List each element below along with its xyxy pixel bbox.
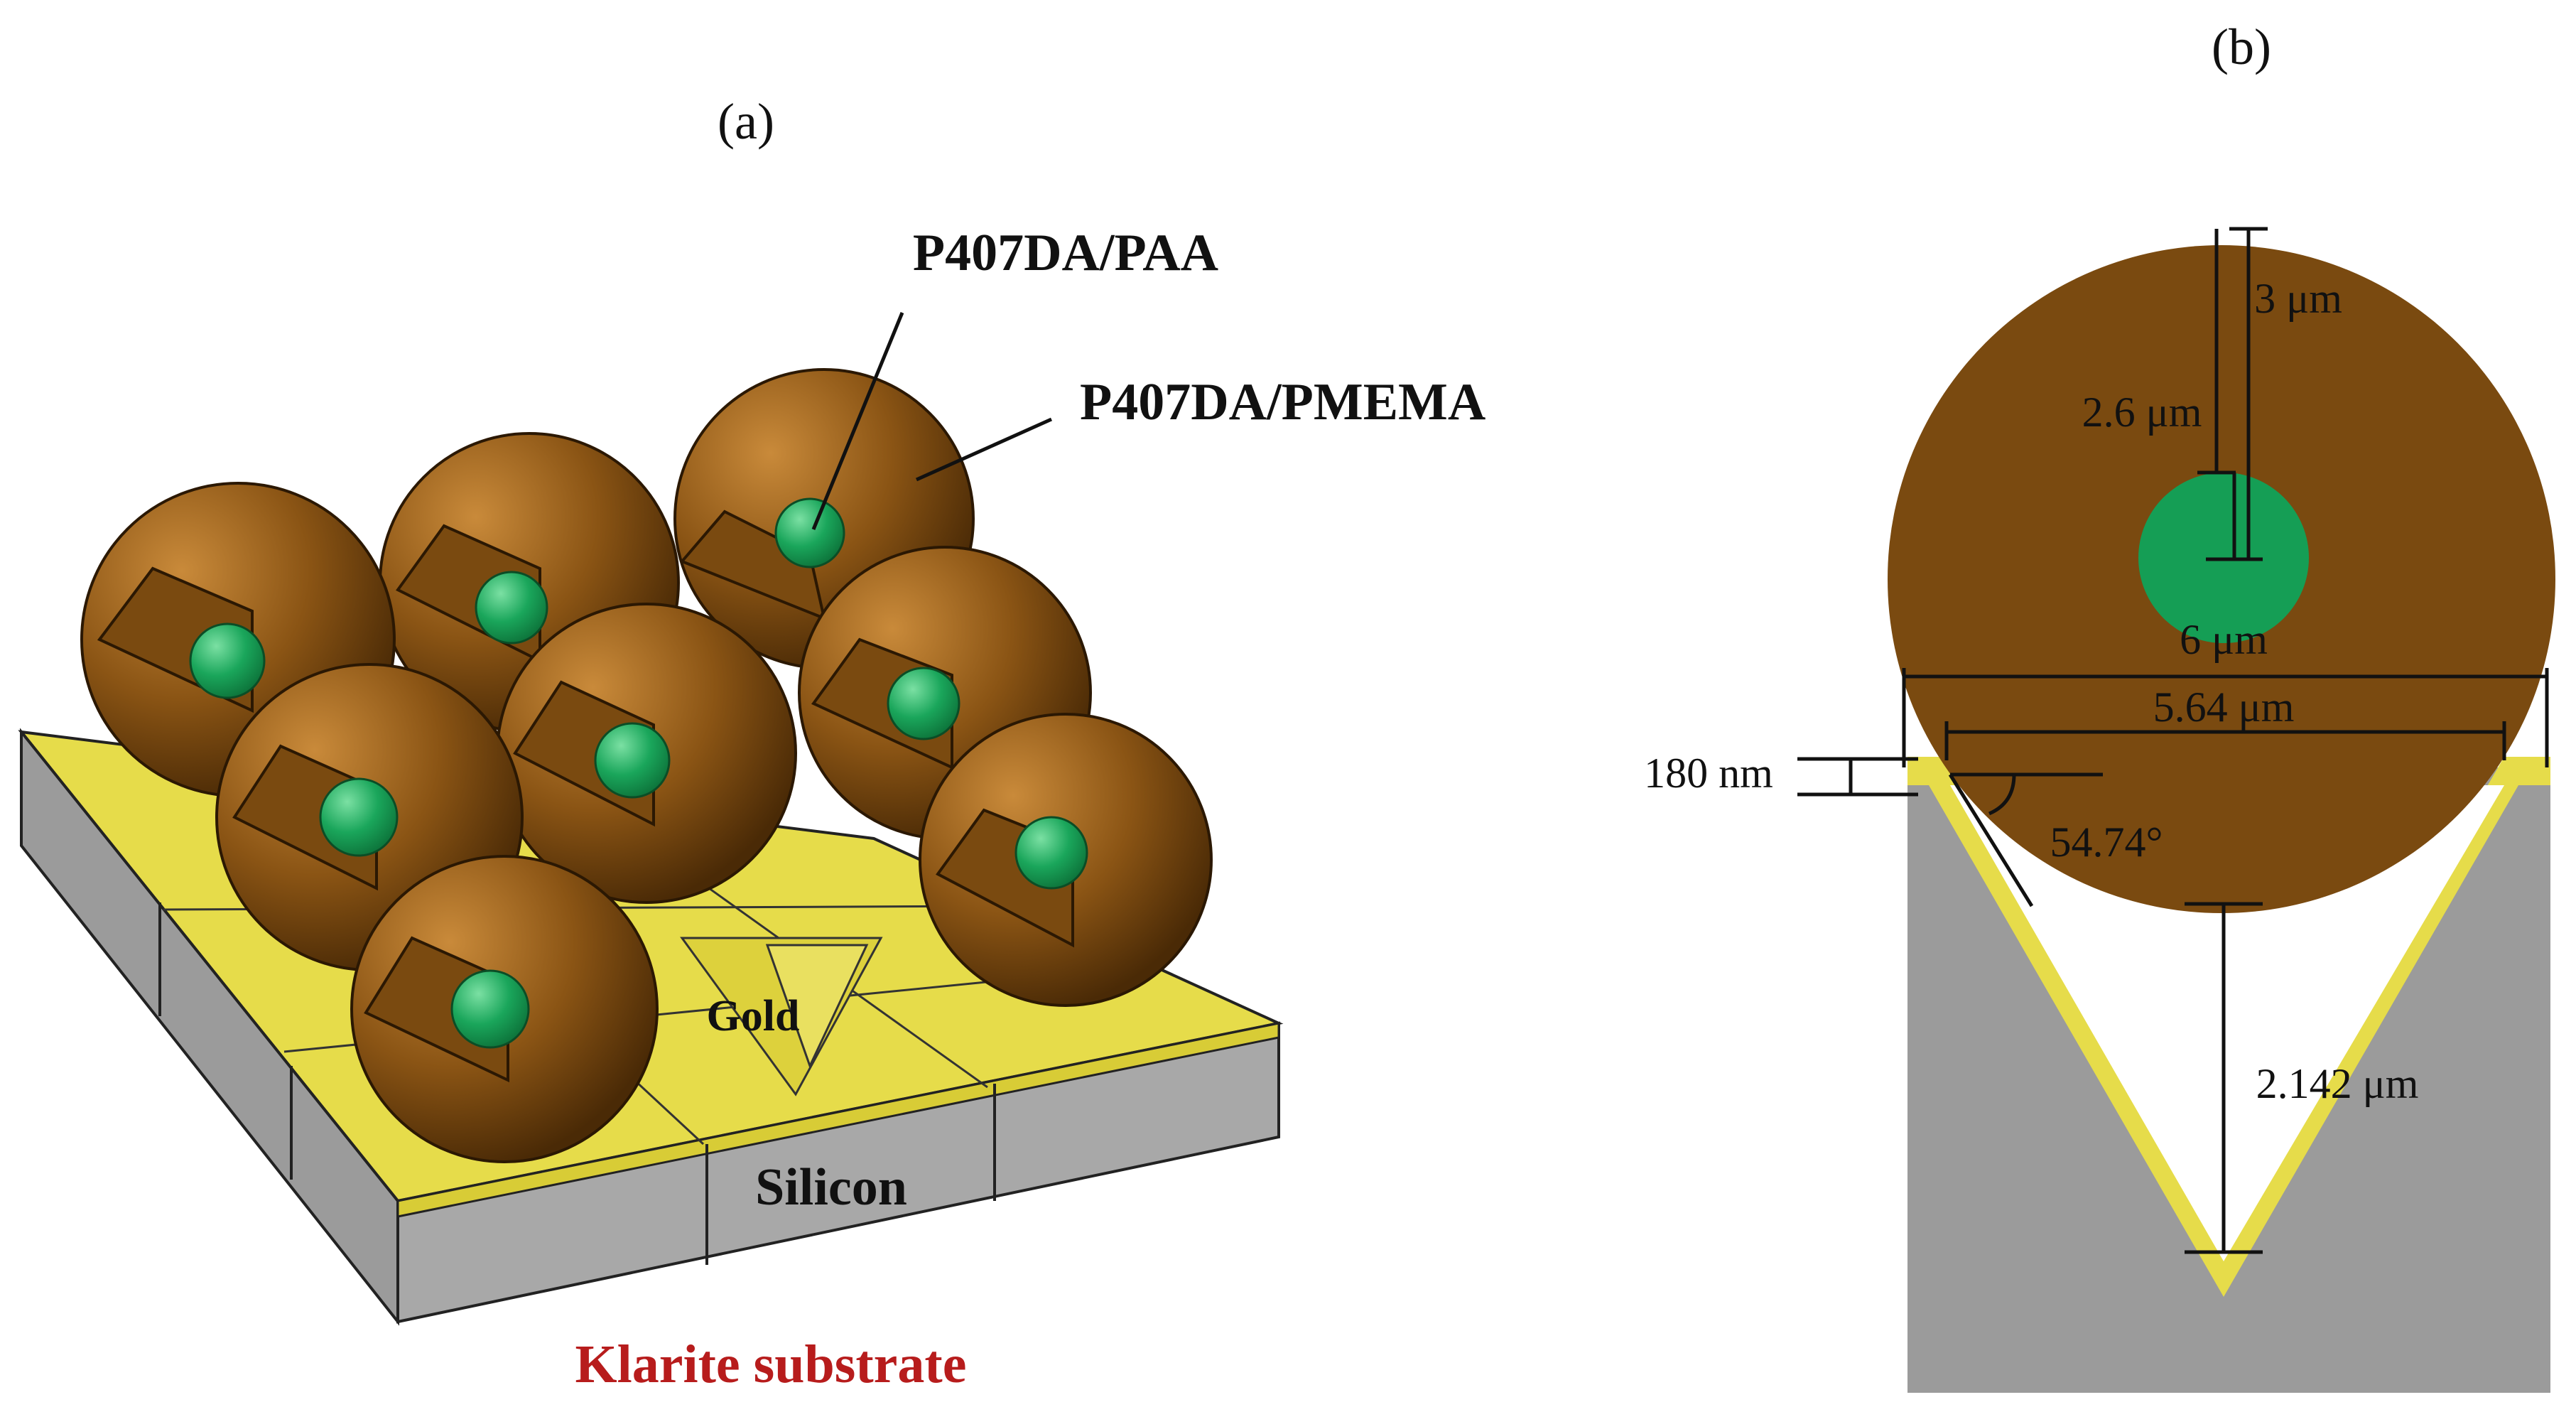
core [594,722,671,799]
dim-shell-thickness: 3 μm [2254,275,2342,322]
gold-label: Gold [707,992,800,1040]
core [450,969,530,1049]
substrate-title: Klarite substrate [575,1335,967,1394]
core [1014,816,1088,890]
panel-b: (b) [1644,18,2555,1393]
dim-angle: 54.74° [2050,819,2163,866]
core [189,622,266,699]
core-callout-label: P407DA/PAA [913,224,1218,282]
panel-a-label: (a) [718,93,774,150]
dim-gap: 2.142 μm [2256,1060,2419,1107]
panel-b-label: (b) [2212,18,2271,75]
dim-pit-width: 5.64 μm [2153,684,2295,731]
core [475,571,548,645]
dim-core-radius: 2.6 μm [2082,389,2202,436]
silicon-label: Silicon [755,1158,907,1217]
core [319,777,399,857]
sphere-mid-center [496,603,797,904]
core-callout-line [811,312,904,530]
panel-a: (a) Gold S [18,93,1485,1394]
core [774,497,845,568]
gold-layer-edge [396,1022,1280,1218]
dim-particle-diameter: 6 μm [2180,616,2268,663]
v-pit-cavity [1950,785,2504,1261]
sphere-back-left [80,482,396,797]
sphere-front-right [919,713,1213,1007]
shell-callout-label: P407DA/PMEMA [1080,373,1485,431]
sphere-front-left [350,855,659,1163]
dim-gold-thickness: 180 nm [1644,750,1773,797]
shell-callout-line [915,417,1053,482]
core [887,667,960,740]
